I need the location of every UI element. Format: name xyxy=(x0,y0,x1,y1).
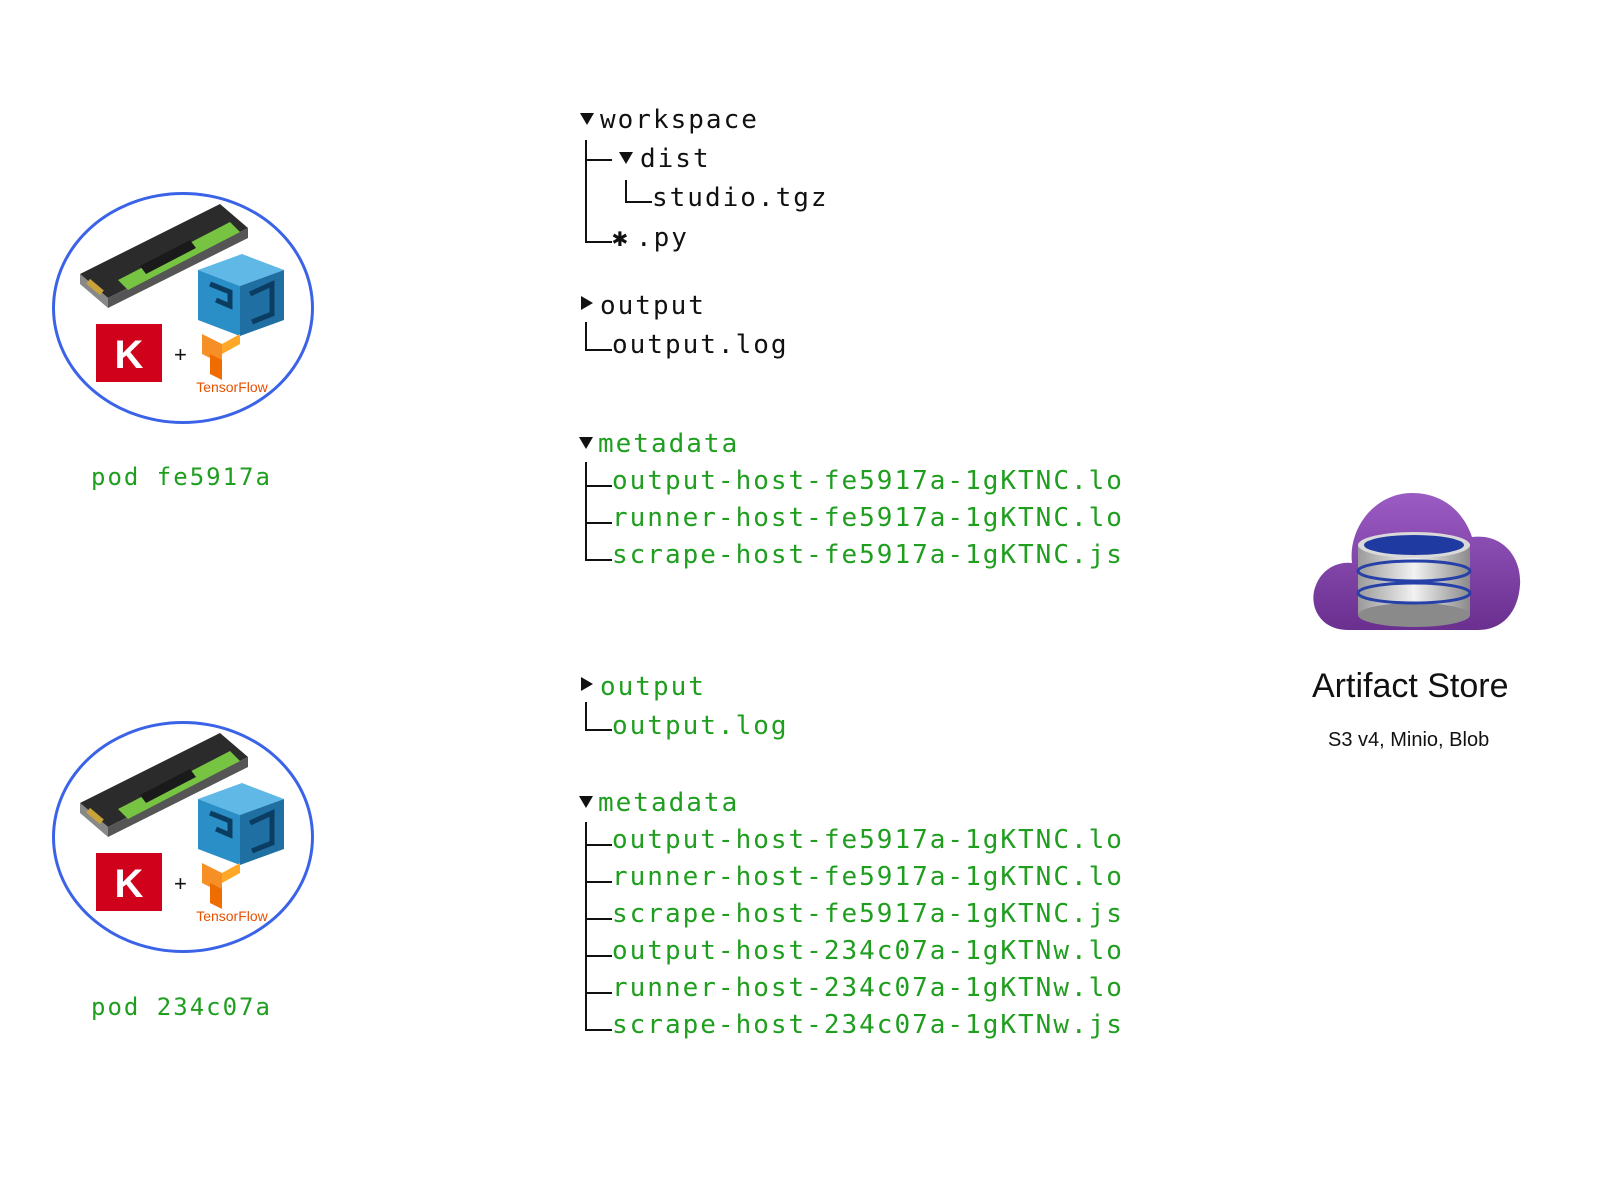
pod-label: pod fe5917a xyxy=(91,463,272,491)
plus-sign: + xyxy=(174,871,187,896)
cube-logo-icon xyxy=(198,783,284,865)
keras-logo-icon: K xyxy=(96,324,162,382)
svg-text:TensorFlow: TensorFlow xyxy=(196,379,268,395)
gpu-card-icon xyxy=(80,733,248,837)
file-py: .py xyxy=(636,223,689,253)
metadata-file: output-host-fe5917a-1gKTNC.lo xyxy=(612,466,1124,496)
artifact-store-title: Artifact Store xyxy=(1312,667,1509,705)
collapse-triangle-icon xyxy=(581,677,593,691)
expand-triangle-icon xyxy=(579,437,593,449)
svg-text:TensorFlow: TensorFlow xyxy=(196,908,268,924)
metadata-file: scrape-host-fe5917a-1gKTNC.js xyxy=(612,899,1124,929)
file-output-log: output.log xyxy=(612,711,789,741)
metadata-file: runner-host-fe5917a-1gKTNC.lo xyxy=(612,862,1124,892)
cube-logo-icon xyxy=(198,254,284,336)
folder-metadata: metadata xyxy=(598,788,740,818)
tensorflow-logo-icon: TensorFlow xyxy=(196,863,269,924)
cloud-database-icon xyxy=(1313,493,1521,630)
folder-dist: dist xyxy=(640,144,711,174)
asterisk-icon: ✱ xyxy=(612,223,628,253)
metadata-file: runner-host-234c07a-1gKTNw.lo xyxy=(612,973,1124,1003)
metadata-file: output-host-234c07a-1gKTNw.lo xyxy=(612,936,1124,966)
pod-logos: K + TensorFlow xyxy=(80,733,284,924)
expand-triangle-icon xyxy=(579,796,593,808)
folder-output: output xyxy=(600,672,706,702)
folder-output: output xyxy=(600,291,706,321)
file-studio-tgz: studio.tgz xyxy=(652,183,829,213)
file-output-log: output.log xyxy=(612,330,789,360)
metadata-file: output-host-fe5917a-1gKTNC.lo xyxy=(612,825,1124,855)
svg-text:K: K xyxy=(115,862,144,906)
metadata-file: runner-host-fe5917a-1gKTNC.lo xyxy=(612,503,1124,533)
folder-metadata: metadata xyxy=(598,429,740,459)
pod-logos: K + TensorFlow xyxy=(80,204,284,395)
folder-workspace: workspace xyxy=(600,105,759,135)
pod-label: pod 234c07a xyxy=(91,993,272,1021)
artifact-store-subtitle: S3 v4, Minio, Blob xyxy=(1328,729,1490,751)
metadata-file: scrape-host-fe5917a-1gKTNC.js xyxy=(612,540,1124,570)
metadata-file: scrape-host-234c07a-1gKTNw.js xyxy=(612,1010,1124,1040)
gpu-card-icon xyxy=(80,204,248,308)
expand-triangle-icon xyxy=(580,113,594,125)
keras-logo-icon: K xyxy=(96,853,162,911)
svg-text:K: K xyxy=(115,333,144,377)
plus-sign: + xyxy=(174,342,187,367)
tensorflow-logo-icon: TensorFlow xyxy=(196,334,269,395)
expand-triangle-icon xyxy=(619,152,633,164)
collapse-triangle-icon xyxy=(581,296,593,310)
